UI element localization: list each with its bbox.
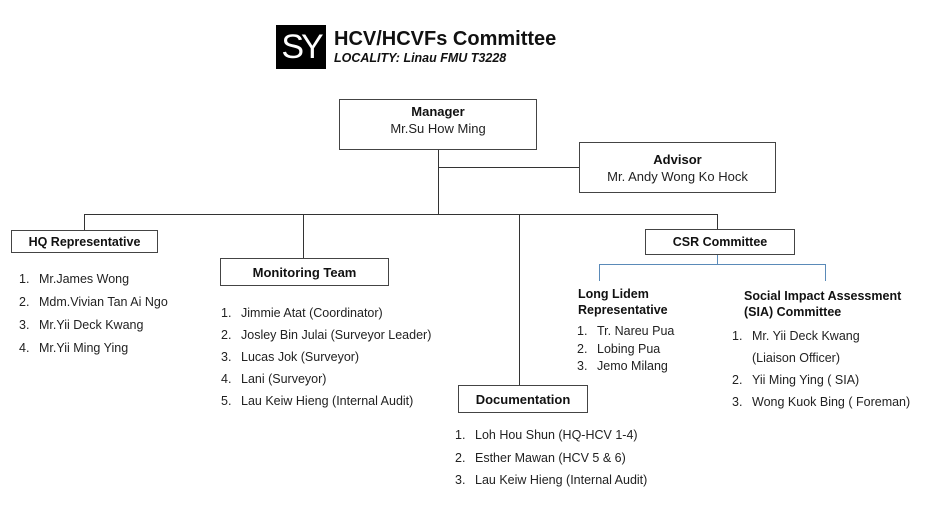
sia-drop-line <box>825 264 826 281</box>
list-item: 3.Lucas Jok (Surveyor) <box>221 350 360 364</box>
manager-name: Mr.Su How Ming <box>390 121 486 136</box>
documentation-box: Documentation <box>458 385 588 413</box>
monitoring-drop-line <box>303 214 304 259</box>
list-item: 2.Lobing Pua <box>577 341 661 356</box>
list-item: 1.Mr. Yii Deck Kwang(Liaison Officer) <box>732 329 860 365</box>
list-item: 3.Wong Kuok Bing ( Foreman) <box>732 395 911 409</box>
csr-committee-box: CSR Committee <box>645 229 795 255</box>
documentation-drop-line <box>519 214 520 386</box>
documentation-member-list: 1.Loh Hou Shun (HQ-HCV 1-4) 2.Esther Maw… <box>455 424 647 492</box>
manager-title: Manager <box>411 104 465 119</box>
list-item: 1.Jimmie Atat (Coordinator) <box>221 306 383 320</box>
manager-box: Manager Mr.Su How Ming <box>339 99 537 150</box>
list-item: 1.Mr.James Wong <box>19 272 130 286</box>
hq-representative-title: HQ Representative <box>28 234 141 249</box>
list-item: 5.Lau Keiw Hieng (Internal Audit) <box>221 394 414 408</box>
long-lidem-drop-line <box>599 264 600 281</box>
company-logo: SY <box>276 25 326 69</box>
list-item: 2.Esther Mawan (HCV 5 & 6) <box>455 450 626 465</box>
hq-member-list: 1.Mr.James Wong 2.Mdm.Vivian Tan Ai Ngo … <box>19 268 168 360</box>
monitoring-team-box: Monitoring Team <box>220 258 389 286</box>
csr-sub-drop-line <box>717 254 718 264</box>
csr-sub-horizontal-line <box>599 264 825 265</box>
advisor-connector-line <box>438 167 579 168</box>
list-item: 4.Lani (Surveyor) <box>221 372 327 386</box>
monitoring-member-list: 1.Jimmie Atat (Coordinator) 2.Josley Bin… <box>221 302 431 412</box>
list-item: 2.Yii Ming Ying ( SIA) <box>732 373 860 387</box>
list-item: 1.Tr. Nareu Pua <box>577 324 675 338</box>
list-item: 2.Mdm.Vivian Tan Ai Ngo <box>19 295 168 309</box>
long-lidem-member-list: 1.Tr. Nareu Pua 2.Lobing Pua 3.Jemo Mila… <box>577 323 674 376</box>
list-item: 3.Jemo Milang <box>577 359 668 373</box>
list-item: 3.Mr.Yii Deck Kwang <box>19 318 144 332</box>
advisor-box: Advisor Mr. Andy Wong Ko Hock <box>579 142 776 193</box>
hq-representative-box: HQ Representative <box>11 230 158 253</box>
list-item: 2.Josley Bin Julai (Surveyor Leader) <box>221 328 432 342</box>
manager-down-line <box>438 150 439 215</box>
monitoring-team-title: Monitoring Team <box>252 264 357 280</box>
list-item: 3.Lau Keiw Hieng (Internal Audit) <box>455 473 648 487</box>
long-lidem-heading: Long Lidem Representative <box>578 287 668 317</box>
chart-title: HCV/HCVFs Committee <box>334 28 557 50</box>
list-item: 4.Mr.Yii Ming Ying <box>19 341 129 355</box>
hq-drop-line <box>84 214 85 231</box>
sia-committee-heading: Social Impact Assessment (SIA) Committee <box>744 289 902 319</box>
locality-subtitle: LOCALITY: Linau FMU T3228 <box>334 51 507 65</box>
list-item: 1.Loh Hou Shun (HQ-HCV 1-4) <box>455 428 638 442</box>
advisor-title: Advisor <box>653 151 702 167</box>
csr-committee-title: CSR Committee <box>672 235 768 249</box>
documentation-title: Documentation <box>475 391 571 407</box>
main-horizontal-line <box>84 214 717 215</box>
csr-drop-line <box>717 214 718 230</box>
sia-member-list: 1.Mr. Yii Deck Kwang(Liaison Officer) 2.… <box>732 325 910 413</box>
advisor-name: Mr. Andy Wong Ko Hock <box>607 168 748 184</box>
